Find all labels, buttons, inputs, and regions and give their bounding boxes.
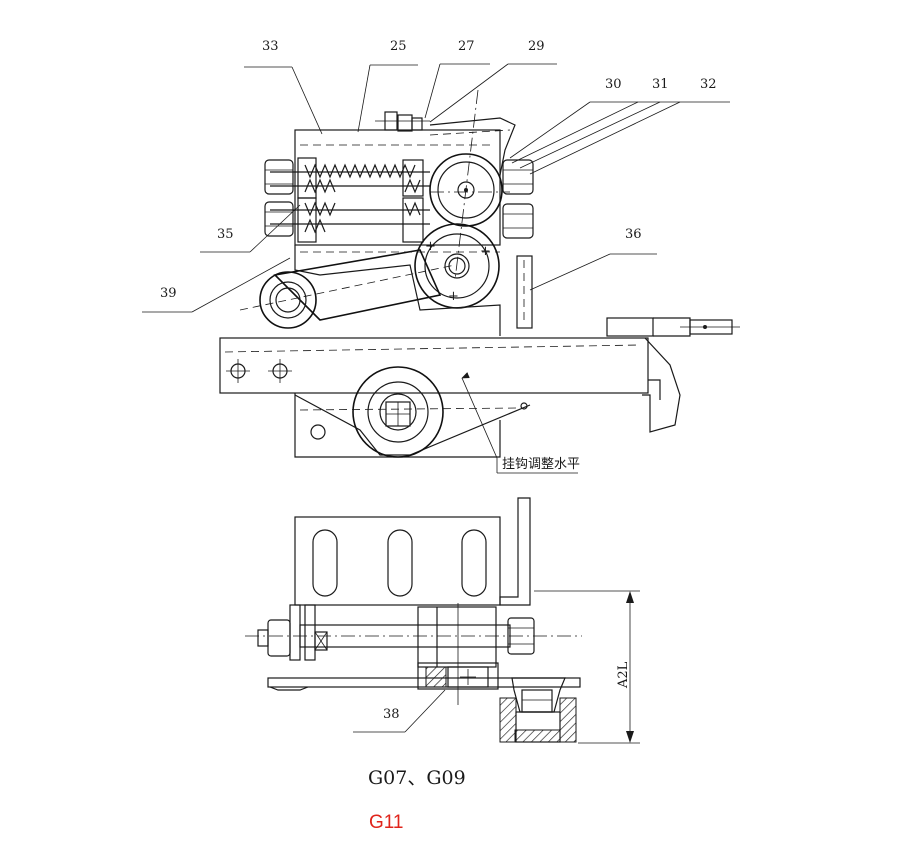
part-label-36: 36 (625, 227, 642, 242)
l-bracket (499, 497, 531, 606)
bottom-housing (294, 393, 531, 458)
main-beam (219, 337, 649, 394)
base-plate (267, 677, 581, 688)
shaft (299, 624, 511, 648)
leader-lines (142, 63, 730, 313)
part-label-33: 33 (262, 39, 279, 54)
plan-roller-block (417, 603, 497, 705)
lower-frame (294, 245, 501, 336)
lever-arm (239, 249, 456, 329)
plan-bearing (417, 662, 499, 690)
right-nut-upper (502, 159, 534, 195)
part-label-27: 27 (458, 39, 475, 54)
top-bracket (429, 117, 516, 176)
spring-assembly-lower (270, 197, 430, 243)
part-label-29: 29 (528, 39, 545, 54)
upper-frame-plate (294, 129, 501, 246)
level-annotation: 挂钩调整水平 (461, 372, 580, 474)
part-label-38: 38 (383, 707, 400, 722)
side-view: + + + (142, 39, 740, 474)
left-nut-lower (264, 201, 294, 237)
plan-left-nut (257, 619, 328, 657)
model-label-primary: G07、G09 (368, 767, 466, 789)
annotation-text: 挂钩调整水平 (502, 457, 580, 472)
part-label-30: 30 (605, 77, 622, 92)
upper-roller (429, 153, 503, 227)
part-label-31: 31 (652, 77, 669, 92)
part-label-39: 39 (160, 286, 177, 301)
bottom-roller (352, 366, 444, 458)
part-label-32: 32 (700, 77, 717, 92)
model-label-secondary: G11 (369, 812, 404, 833)
svg-text:+: + (425, 239, 436, 254)
svg-text:+: + (448, 289, 459, 304)
top-bolt (375, 111, 430, 132)
slotted-block (294, 516, 501, 606)
guide-rail-section (499, 677, 577, 743)
right-bracket (516, 255, 533, 329)
part-label-35: 35 (217, 227, 234, 242)
plan-view: A2L 38 (245, 497, 640, 744)
hook (606, 317, 740, 433)
left-nut-upper (264, 159, 294, 195)
dimension-label: A2L (616, 661, 631, 689)
spring-assembly-upper (270, 157, 430, 199)
plan-right-nut (507, 617, 535, 655)
svg-text:+: + (480, 244, 491, 259)
part-label-25: 25 (390, 39, 407, 54)
right-nut-lower (502, 203, 534, 239)
dimension-a2l: A2L (534, 590, 640, 744)
